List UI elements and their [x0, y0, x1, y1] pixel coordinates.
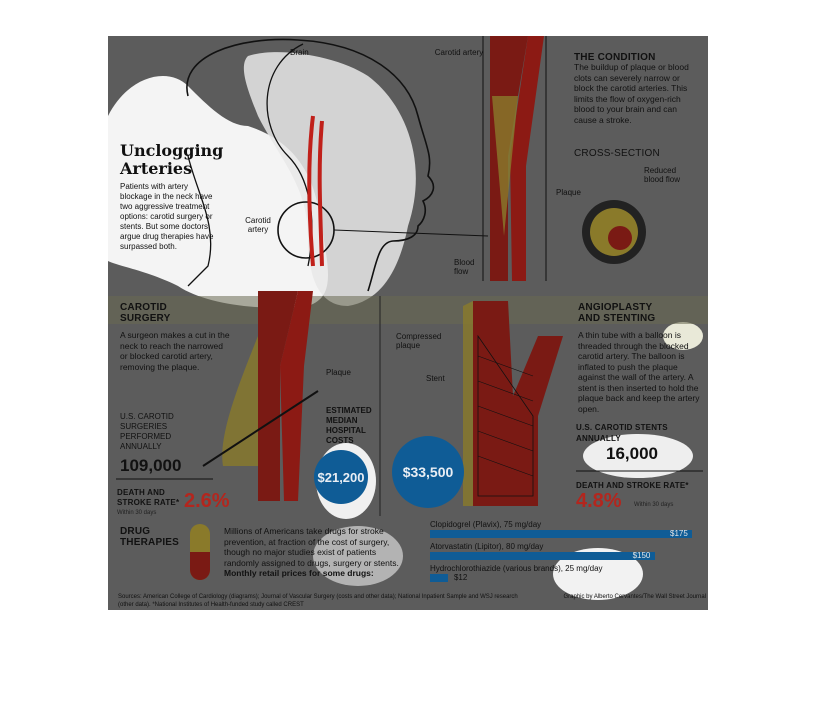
page-title: Unclogging Arteries — [120, 141, 224, 178]
stent-rate-value: 4.8% — [576, 490, 622, 512]
surgery-artery-branch — [280, 291, 313, 501]
surgery-text: A surgeon makes a cut in the neck to rea… — [120, 330, 230, 372]
drugs-heading: DRUG THERAPIES — [120, 526, 180, 548]
intro-text: Patients with artery blockage in the nec… — [120, 182, 214, 251]
stenting-text: A thin tube with a balloon is threaded t… — [578, 330, 700, 414]
surgery-artery — [258, 291, 298, 501]
highlight-blob-left — [108, 76, 328, 308]
surgery-rate-value: 2.6% — [184, 490, 230, 512]
surgery-heading: CAROTID SURGERY — [120, 302, 171, 324]
label-reduced-blood-flow: Reduced blood flow — [644, 166, 681, 184]
highlight-blob-drugs — [553, 548, 643, 600]
footer-credit: Graphic by Alberto Cervantes/The Wall St… — [563, 594, 706, 600]
drugs-subhead: Monthly retail prices for some drugs: — [224, 568, 374, 578]
stent-artery — [473, 301, 563, 506]
highlight-blob-center — [243, 52, 416, 306]
highlight-blob-stenting — [663, 322, 703, 350]
condition-text: The buildup of plaque or blood clots can… — [574, 62, 689, 125]
stent-cost-circle: $33,500 — [392, 436, 464, 508]
label-plaque-surgery: Plaque — [326, 368, 351, 377]
top-artery-plaque — [492, 96, 518, 236]
stent-mesh — [477, 334, 534, 497]
stents-value: 16,000 — [606, 444, 658, 463]
compressed-plaque — [463, 301, 473, 506]
drug-bar-0 — [430, 530, 692, 538]
top-artery-branch — [510, 36, 544, 281]
drug-bar-2 — [430, 574, 448, 582]
surgery-tool — [202, 390, 319, 467]
drug-name-2: Hydrochlorothiazide (various brands), 25… — [430, 564, 603, 573]
cross-section-lumen — [608, 226, 632, 250]
drug-price-2: $12 — [453, 573, 468, 582]
drug-name-0: Clopidogrel (Plavix), 75 mg/day — [430, 520, 542, 529]
drug-name-1: Atorvastatin (Lipitor), 80 mg/day — [430, 542, 544, 551]
head-outline — [186, 38, 435, 292]
label-stent: Stent — [426, 374, 445, 383]
stent-mesh-lines — [477, 355, 534, 477]
condition-heading: THE CONDITION — [574, 52, 656, 63]
label-carotid-artery-top: Carotid artery — [434, 48, 484, 57]
surgeries-value: 109,000 — [120, 456, 182, 475]
neck-artery — [307, 115, 324, 267]
label-carotid-artery-neck: Carotid artery — [245, 216, 271, 234]
footer-sources: Sources: American College of Cardiology … — [118, 594, 518, 608]
label-plaque-top: Plaque — [556, 188, 581, 197]
neck-back-outline — [187, 155, 212, 287]
costs-heading: ESTIMATED MEDIAN HOSPITAL COSTS — [326, 406, 372, 445]
drug-price-0: $175 — [670, 529, 688, 538]
highlight-blob-drugs-text — [313, 526, 403, 586]
surgery-cost-circle: $21,200 — [314, 450, 368, 504]
stent-rate-label: DEATH AND STROKE RATE* — [576, 481, 689, 490]
infographic-poster: Brain Carotid artery Carotid artery Plaq… — [108, 36, 708, 610]
zoom-connector — [333, 229, 489, 237]
drugs-text: Millions of Americans take drugs for str… — [224, 526, 399, 568]
section-band — [108, 296, 708, 324]
drug-bar-1 — [430, 552, 655, 560]
stent-rate-sub: Within 30 days — [634, 502, 674, 508]
label-compressed-plaque: Compressed plaque — [396, 332, 442, 350]
surgery-rate-label: DEATH AND STROKE RATE* — [117, 488, 180, 507]
surgery-plaque — [222, 336, 258, 466]
stents-label: U.S. CAROTID STENTS ANNUALLY — [576, 423, 668, 443]
highlight-blob-stents — [583, 434, 693, 478]
cross-section-heading: CROSS-SECTION — [574, 148, 660, 159]
surgery-rate-sub: Within 30 days — [117, 510, 157, 516]
stenting-heading: ANGIOPLASTY AND STENTING — [578, 302, 656, 324]
label-blood-flow: Blood flow — [454, 258, 475, 276]
illustration-layer — [108, 36, 708, 600]
drug-price-1: $150 — [632, 551, 651, 560]
label-brain: Brain — [290, 48, 309, 57]
capsule-bottom — [190, 552, 210, 580]
surgeries-label: U.S. CAROTID SURGERIES PERFORMED ANNUALL… — [120, 412, 174, 451]
